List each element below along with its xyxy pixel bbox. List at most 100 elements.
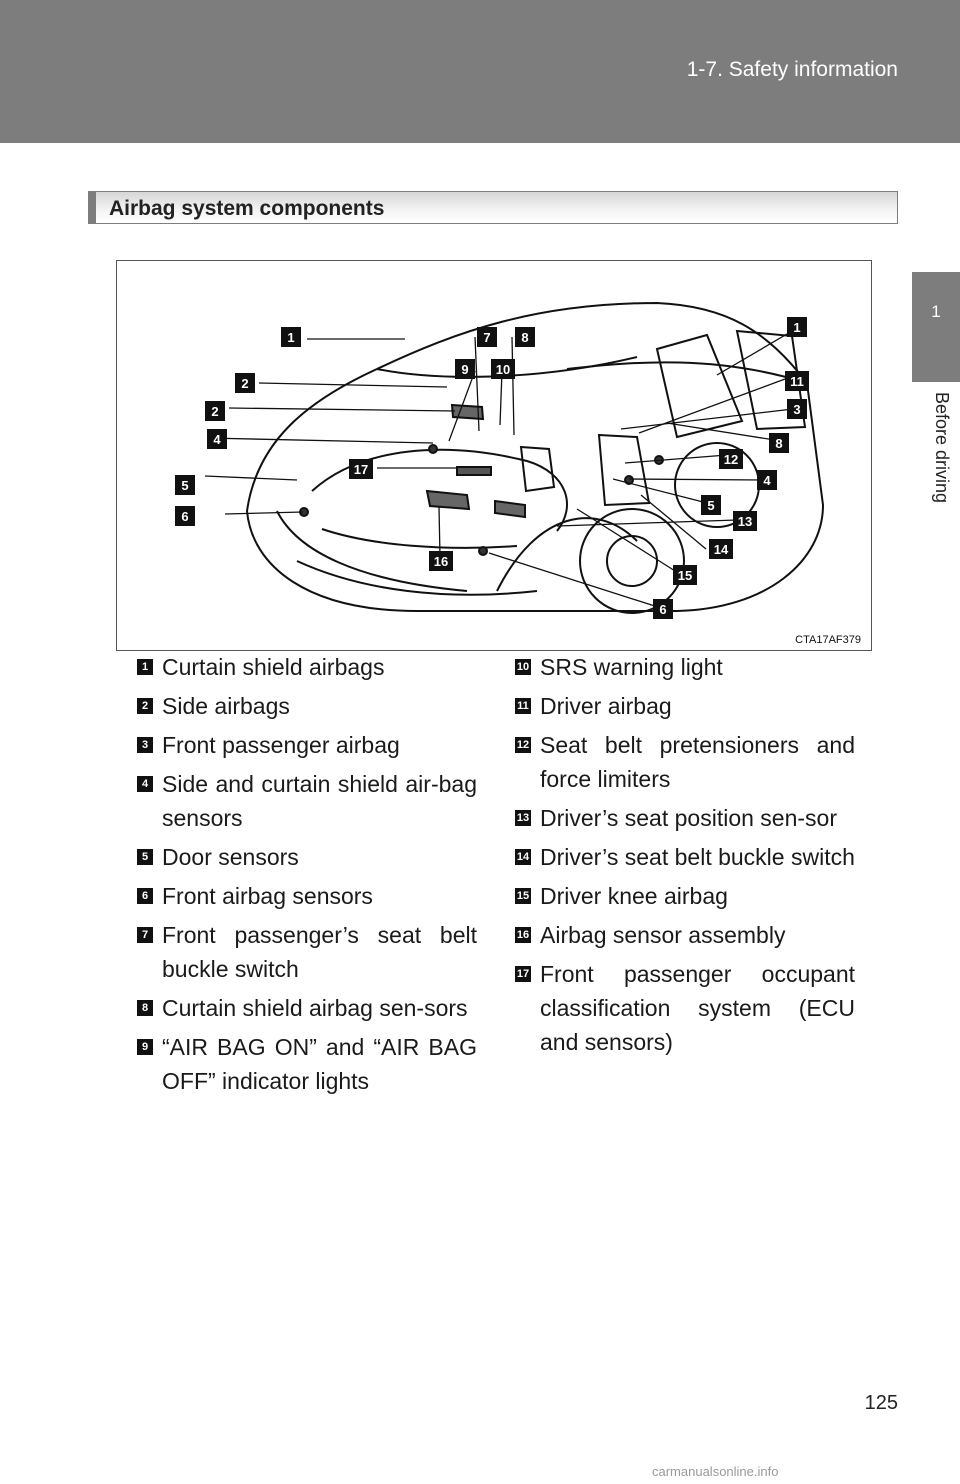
legend-text: Driver’s seat belt buckle switch: [540, 844, 855, 870]
callout-number: 2: [241, 376, 248, 391]
callout-badge: [491, 359, 515, 379]
section-title: Airbag system components: [109, 197, 385, 220]
callout-number: 14: [714, 542, 729, 557]
legend-text: “AIR BAG ON” and “AIR BAG OFF” indicator…: [162, 1034, 477, 1094]
callout-badge: [757, 470, 777, 490]
legend-number: 9: [137, 1039, 153, 1055]
callout-number: 5: [181, 478, 188, 493]
legend-text: Door sensors: [162, 844, 299, 870]
callout-badge: [719, 449, 743, 469]
callout-badge: [769, 433, 789, 453]
legend-number: 14: [515, 849, 531, 865]
legend-item-1: 1 Curtain shield airbags: [137, 650, 477, 684]
legend-item-16: 16 Airbag sensor assembly: [515, 918, 855, 952]
callout-badge: [515, 327, 535, 347]
figure-code: CTA17AF379: [795, 634, 861, 646]
legend-text: Side airbags: [162, 693, 290, 719]
section-header: Airbag system components: [88, 191, 898, 224]
legend-number: 1: [137, 659, 153, 675]
callout-number: 13: [738, 514, 752, 529]
legend-text: Front passenger airbag: [162, 732, 400, 758]
callout-number: 7: [483, 330, 490, 345]
legend-text: Curtain shield airbags: [162, 654, 385, 680]
callout-number: 1: [287, 330, 294, 345]
legend-number: 3: [137, 737, 153, 753]
callout-number: 1: [793, 320, 800, 335]
legend-item-2: 2 Side airbags: [137, 689, 477, 723]
legend-item-7: 7 Front passenger’s seat belt buckle swit…: [137, 918, 477, 986]
callout-badge: [787, 317, 807, 337]
legend-text: Seat belt pretensioners and force limite…: [540, 732, 855, 792]
legend-text: Driver airbag: [540, 693, 672, 719]
callout-badge: [281, 327, 301, 347]
legend-number: 6: [137, 888, 153, 904]
legend-number: 4: [137, 776, 153, 792]
callout-number: 15: [678, 568, 692, 583]
callout-badge: [235, 373, 255, 393]
legend-text: Curtain shield airbag sen-sors: [162, 995, 468, 1021]
legend-right: 10 SRS warning light 11 Driver airbag 12 Se…: [515, 650, 855, 1064]
callout-number: 3: [793, 402, 800, 417]
callout-badge: [701, 495, 721, 515]
callout-badge: [673, 565, 697, 585]
callout-badge: [207, 429, 227, 449]
legend-item-9: 9 “AIR BAG ON” and “AIR BAG OFF” indicato…: [137, 1030, 477, 1098]
legend-number: 13: [515, 810, 531, 826]
legend-text: SRS warning light: [540, 654, 723, 680]
chapter-label: Before driving: [932, 392, 952, 504]
callout-badge: [733, 511, 757, 531]
callout-number: 16: [434, 554, 448, 569]
legend-item-10: 10 SRS warning light: [515, 650, 855, 684]
chapter-number: 1: [931, 302, 941, 321]
callout-number: 2: [211, 404, 218, 419]
legend-number: 7: [137, 927, 153, 943]
legend-number: 15: [515, 888, 531, 904]
legend-text: Front passenger occupant classification …: [540, 961, 855, 1055]
callout-badge: [175, 506, 195, 526]
callout-number: 9: [461, 362, 468, 377]
callout-number: 5: [707, 498, 714, 513]
page-number: 125: [864, 1392, 898, 1414]
legend-text: Driver’s seat position sen-sor: [540, 805, 837, 831]
callout-badge: [205, 401, 225, 421]
legend-text: Side and curtain shield air-bag sensors: [162, 771, 477, 831]
legend-text: Airbag sensor assembly: [540, 922, 786, 948]
legend-item-3: 3 Front passenger airbag: [137, 728, 477, 762]
callout-badge: [455, 359, 475, 379]
callout-badge: [653, 599, 673, 619]
callout-number: 6: [181, 509, 188, 524]
legend-number: 12: [515, 737, 531, 753]
legend-text: Driver knee airbag: [540, 883, 728, 909]
callout-number: 8: [775, 436, 782, 451]
callout-badge: [349, 459, 373, 479]
legend-item-15: 15 Driver knee airbag: [515, 879, 855, 913]
legend-number: 10: [515, 659, 531, 675]
legend-item-13: 13 Driver’s seat position sen-sor: [515, 801, 855, 835]
callout-badge: [477, 327, 497, 347]
legend-number: 11: [515, 698, 531, 714]
callout-badge: [785, 371, 809, 391]
legend-number: 2: [137, 698, 153, 714]
callout-badge: [429, 551, 453, 571]
header-title: 1-7. Safety information: [686, 58, 898, 81]
legend-text: Front airbag sensors: [162, 883, 373, 909]
callout-badge: [787, 399, 807, 419]
callout-number: 17: [354, 462, 368, 477]
legend-text: Front passenger’s seat belt buckle switc…: [162, 922, 477, 982]
callout-number: 10: [496, 362, 510, 377]
legend-item-6: 6 Front airbag sensors: [137, 879, 477, 913]
callout-number: 4: [213, 432, 221, 447]
callout-badge: [709, 539, 733, 559]
legend-number: 16: [515, 927, 531, 943]
callout-number: 6: [659, 602, 666, 617]
legend-item-12: 12 Seat belt pretensioners and force limi…: [515, 728, 855, 796]
callout-number: 11: [790, 374, 804, 389]
legend-item-14: 14 Driver’s seat belt buckle switch: [515, 840, 855, 874]
legend-item-11: 11 Driver airbag: [515, 689, 855, 723]
page-header: 1-7. Safety information: [0, 0, 960, 143]
